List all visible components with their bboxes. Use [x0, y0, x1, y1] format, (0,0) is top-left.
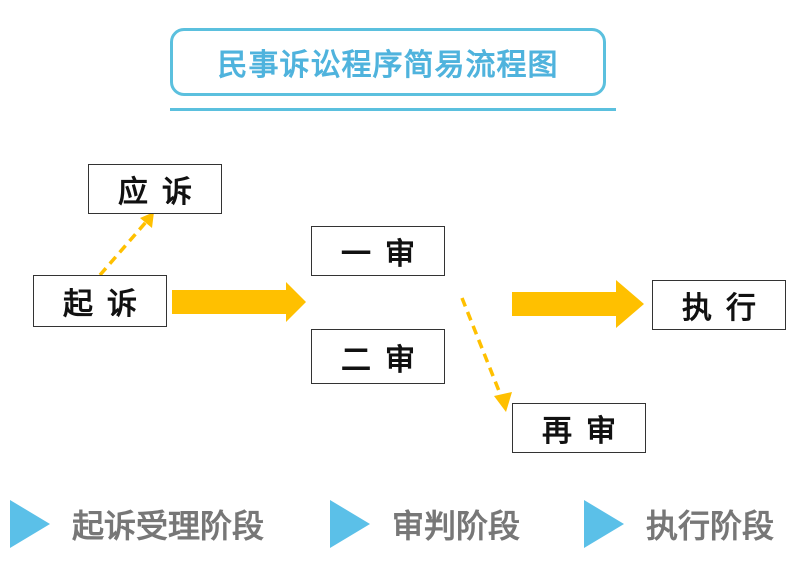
title-box: 民事诉讼程序简易流程图 [170, 28, 606, 96]
stage-filing: 起诉受理阶段 [10, 496, 264, 552]
node-retrial: 再审 [512, 403, 646, 453]
block-arrow-sue-to-trial [172, 282, 306, 322]
node-second-trial: 二审 [311, 329, 445, 384]
stage-label: 起诉受理阶段 [72, 507, 265, 545]
dashed-arrow-trial-to-retrial-head [494, 392, 512, 412]
dashed-arrow-trial-to-retrial [460, 297, 503, 397]
block-arrow-trial-to-execution [512, 280, 644, 328]
node-first-trial: 一审 [311, 226, 445, 276]
play-triangle-icon [584, 500, 624, 548]
stage-execution: 执行阶段 [584, 496, 774, 552]
title-underline [170, 108, 616, 111]
node-execution: 执行 [652, 280, 786, 330]
dashed-arrow-sue-to-respond-head [140, 212, 154, 228]
stage-trial: 审判阶段 [330, 496, 520, 552]
stage-label: 审判阶段 [392, 507, 521, 545]
stage-label: 执行阶段 [646, 507, 775, 545]
play-triangle-icon [10, 500, 50, 548]
node-sue: 起诉 [33, 275, 167, 327]
node-respond: 应诉 [88, 164, 222, 214]
play-triangle-icon [330, 500, 370, 548]
dashed-arrow-sue-to-respond [98, 220, 148, 277]
diagram-title: 民事诉讼程序简易流程图 [217, 48, 559, 83]
